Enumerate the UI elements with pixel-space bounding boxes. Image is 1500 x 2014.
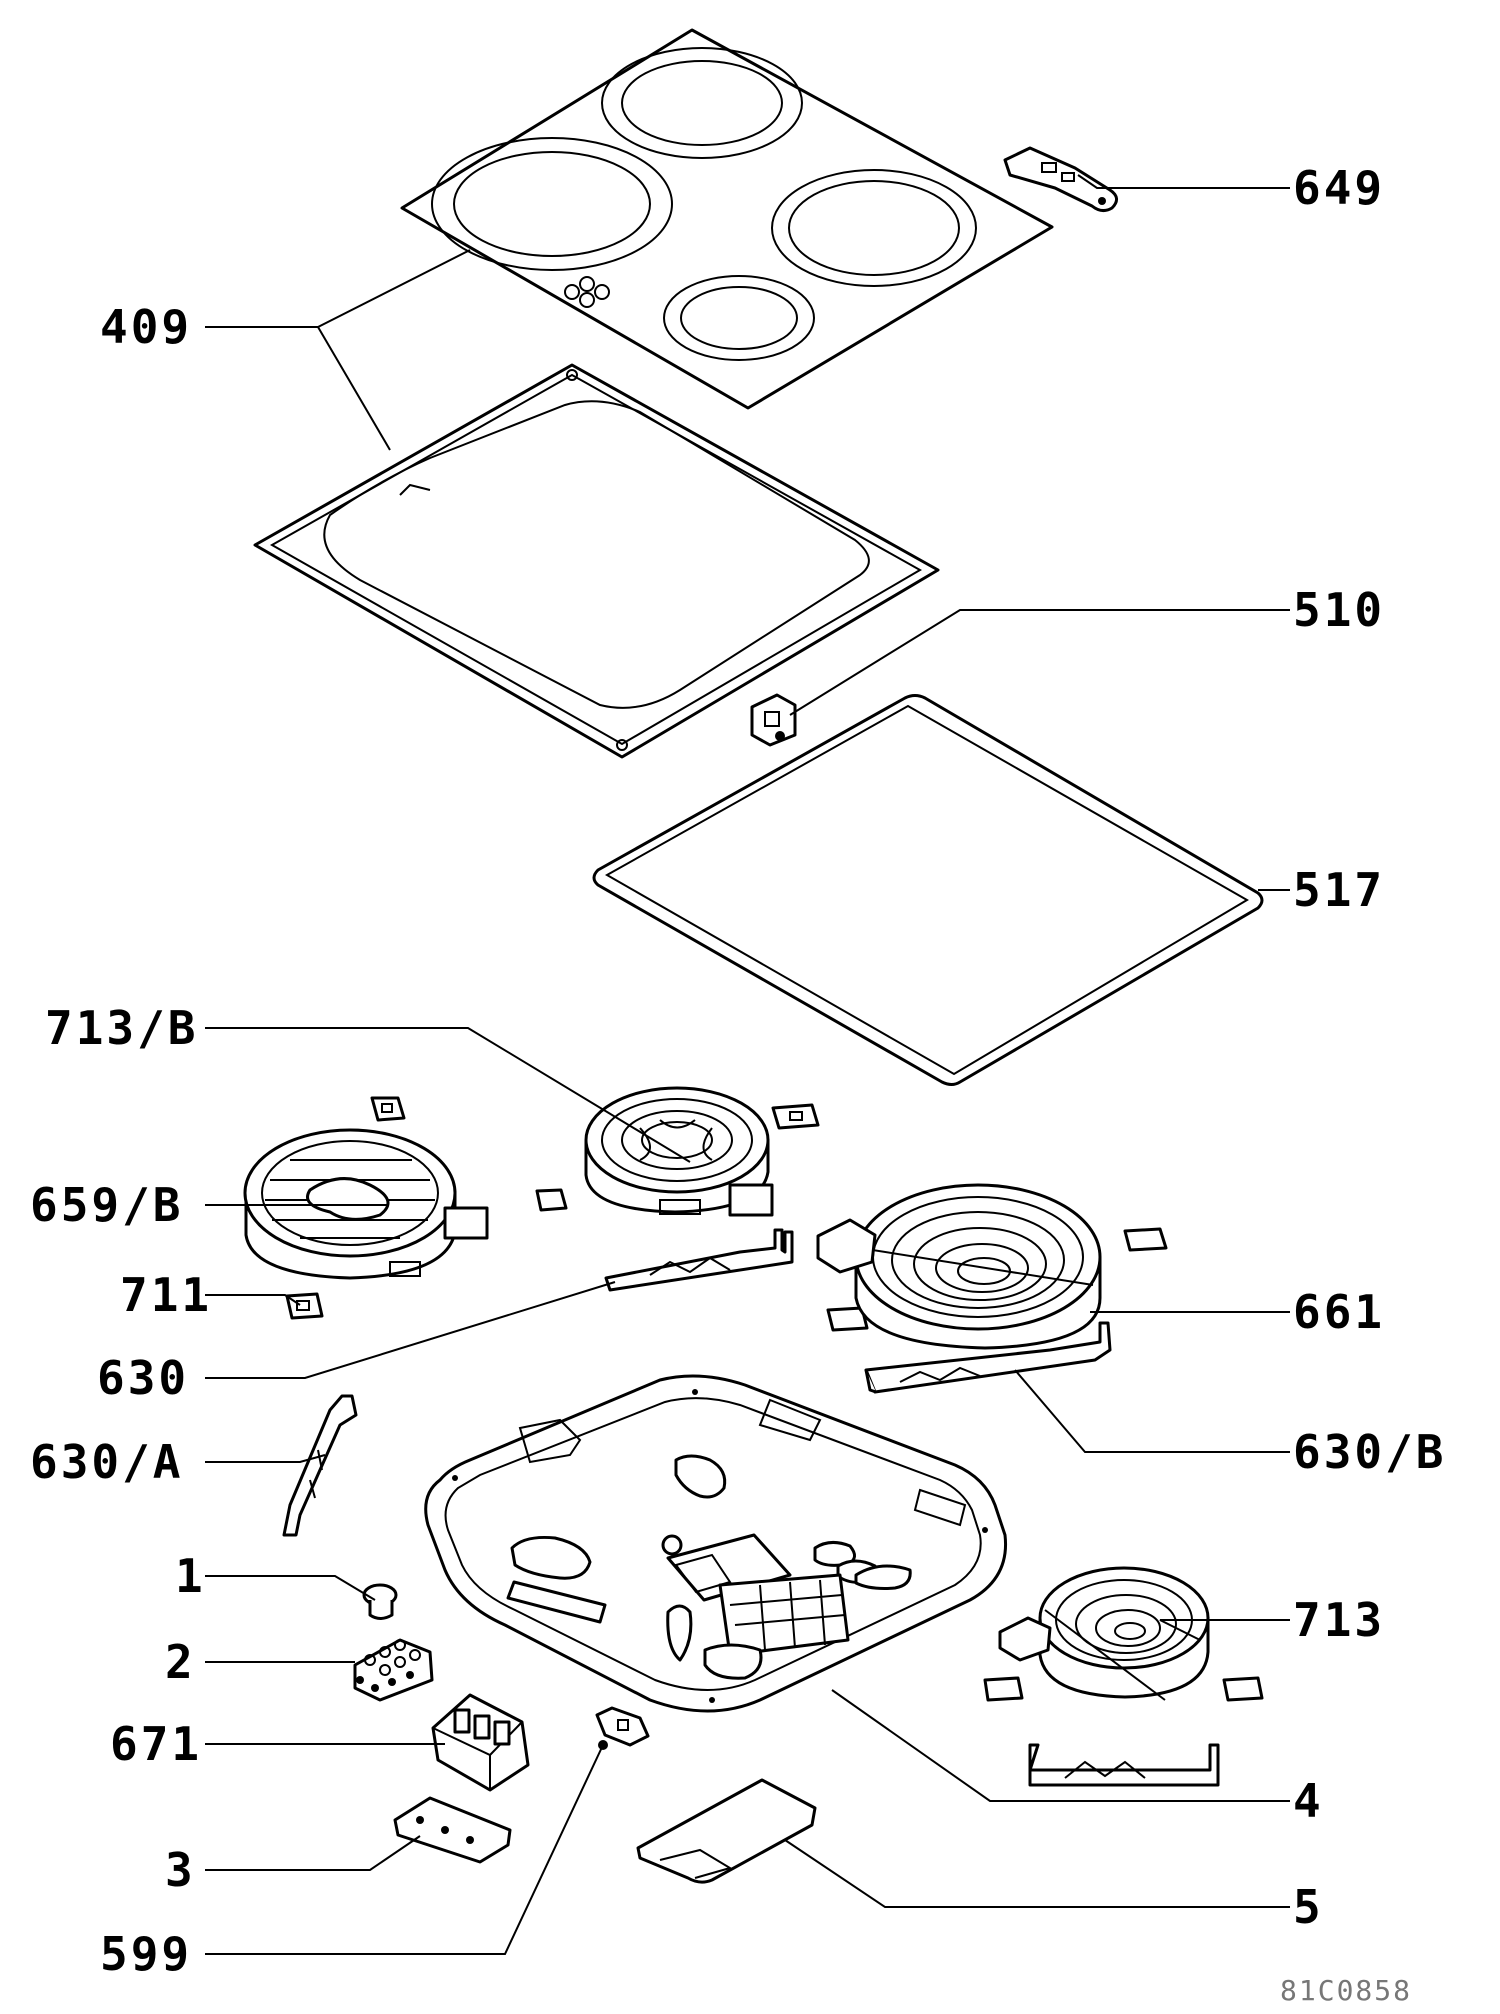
label-630a: 630/A <box>30 1435 183 1489</box>
plate-3 <box>393 1796 512 1864</box>
clip-510 <box>750 693 797 747</box>
label-1: 1 <box>175 1549 206 1603</box>
base-tray-4 <box>424 1374 1008 1713</box>
label-649: 649 <box>1293 161 1385 215</box>
label-711: 711 <box>120 1268 212 1322</box>
bracket-630 <box>604 1228 794 1292</box>
bracket-649 <box>1003 146 1118 213</box>
label-630: 630 <box>97 1351 189 1405</box>
control-symbol-icon <box>564 276 610 308</box>
label-517: 517 <box>1293 863 1385 917</box>
bracket-630b <box>864 1321 1112 1394</box>
drawing-code: 81C0858 <box>1280 1974 1412 2007</box>
label-510: 510 <box>1293 583 1385 637</box>
label-630b: 630/B <box>1293 1425 1446 1479</box>
heating-element-713b <box>584 1086 774 1217</box>
leader-lines <box>205 174 1290 1955</box>
label-409: 409 <box>100 300 192 354</box>
part-labels: 649 409 510 517 713/B 659/B 711 630 661 … <box>30 161 1446 2007</box>
label-659b: 659/B <box>30 1178 183 1232</box>
label-671: 671 <box>110 1717 202 1771</box>
label-599: 599 <box>100 1927 192 1981</box>
heating-element-661 <box>816 1183 1102 1350</box>
label-713: 713 <box>1293 1593 1385 1647</box>
heating-element-713 <box>998 1566 1220 1787</box>
hob-frame <box>253 363 940 759</box>
label-661: 661 <box>1293 1285 1385 1339</box>
glass-ceramic-top <box>400 28 1054 410</box>
clip-711 <box>285 1096 1264 1702</box>
label-4: 4 <box>1293 1774 1324 1828</box>
bracket-630a <box>282 1394 358 1537</box>
terminal-block-2 <box>353 1638 434 1702</box>
heating-element-659b <box>243 1128 489 1280</box>
cover-plate-5 <box>636 1778 817 1884</box>
label-713b: 713/B <box>45 1001 198 1055</box>
label-3: 3 <box>165 1843 196 1897</box>
clip-599 <box>595 1706 650 1750</box>
label-5: 5 <box>1293 1880 1324 1934</box>
seal-gasket-517 <box>592 694 1264 1086</box>
label-2: 2 <box>165 1635 196 1689</box>
connector-box-671 <box>431 1693 530 1792</box>
knob-1 <box>362 1583 398 1620</box>
